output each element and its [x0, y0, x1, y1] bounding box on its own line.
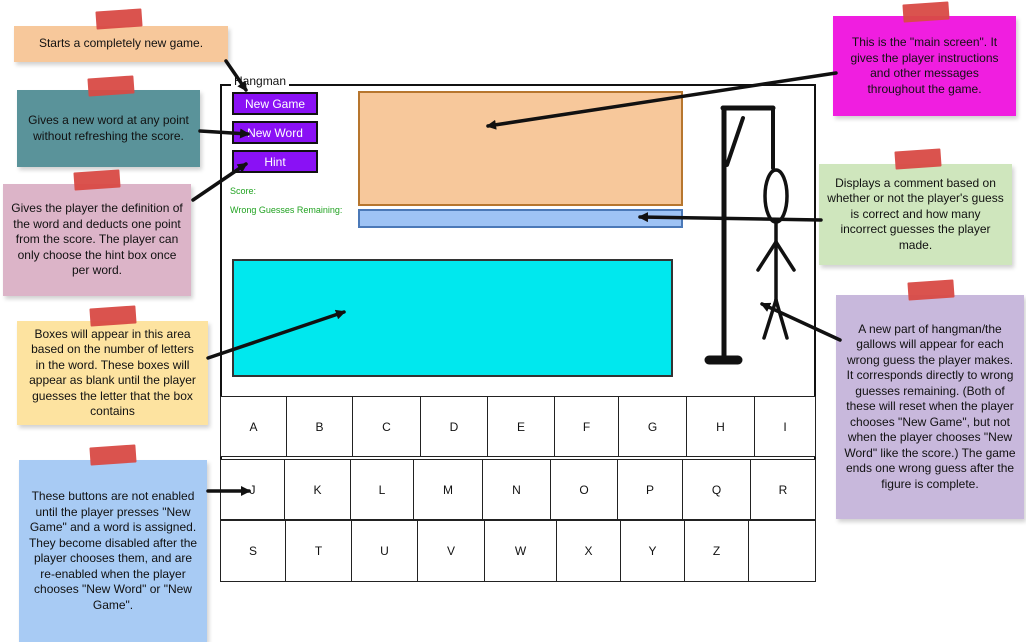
letter-key-i[interactable]: I	[754, 396, 816, 457]
letter-key-z[interactable]: Z	[684, 520, 749, 582]
letter-key-a[interactable]: A	[220, 396, 287, 457]
arrow-to-main-screen	[486, 71, 838, 130]
arrow-to-hint	[191, 162, 248, 202]
note-new-game: Starts a completely new game.	[14, 26, 228, 62]
letter-boxes-area	[232, 259, 673, 377]
letter-key-p[interactable]: P	[617, 459, 683, 520]
note-letter-buttons: These buttons are not enabled until the …	[19, 460, 207, 642]
arrow-to-new-word	[198, 128, 250, 139]
letter-key-x[interactable]: X	[556, 520, 621, 582]
new-word-button[interactable]: New Word	[232, 121, 318, 144]
arrow-to-hangman	[760, 302, 842, 342]
letter-key-q[interactable]: Q	[682, 459, 751, 520]
arrow-to-new-game	[224, 59, 248, 92]
note-main-screen: This is the "main screen". It gives the …	[833, 16, 1016, 116]
letter-key-u[interactable]: U	[351, 520, 418, 582]
figure-right-arm	[774, 240, 796, 272]
letter-key-empty	[748, 520, 816, 582]
note-hint: Gives the player the definition of the w…	[3, 184, 191, 296]
arrow-to-letter-area	[206, 309, 346, 360]
note-hangman-figure: A new part of hangman/the gallows will a…	[836, 295, 1024, 519]
hint-button[interactable]: Hint	[232, 150, 318, 173]
letter-key-d[interactable]: D	[420, 396, 488, 457]
figure-left-leg	[762, 298, 778, 340]
letter-key-v[interactable]: V	[417, 520, 485, 582]
gallows-brace	[725, 116, 745, 167]
arrow-to-comment-bar	[638, 212, 823, 223]
figure-left-arm	[756, 240, 778, 272]
figure-right-leg	[774, 298, 789, 340]
letter-key-g[interactable]: G	[618, 396, 687, 457]
letter-key-f[interactable]: F	[554, 396, 619, 457]
letter-key-r[interactable]: R	[750, 459, 816, 520]
letter-key-b[interactable]: B	[286, 396, 353, 457]
note-comment-bar: Displays a comment based on whether or n…	[819, 164, 1012, 265]
new-game-button[interactable]: New Game	[232, 92, 318, 115]
wrong-guesses-label: Wrong Guesses Remaining:	[230, 205, 343, 215]
letter-key-t[interactable]: T	[285, 520, 352, 582]
note-new-word: Gives a new word at any point without re…	[17, 90, 200, 167]
note-letter-boxes: Boxes will appear in this area based on …	[17, 321, 208, 425]
letter-key-w[interactable]: W	[484, 520, 557, 582]
letter-key-s[interactable]: S	[220, 520, 286, 582]
main-screen	[358, 91, 683, 206]
score-label: Score:	[230, 186, 257, 196]
